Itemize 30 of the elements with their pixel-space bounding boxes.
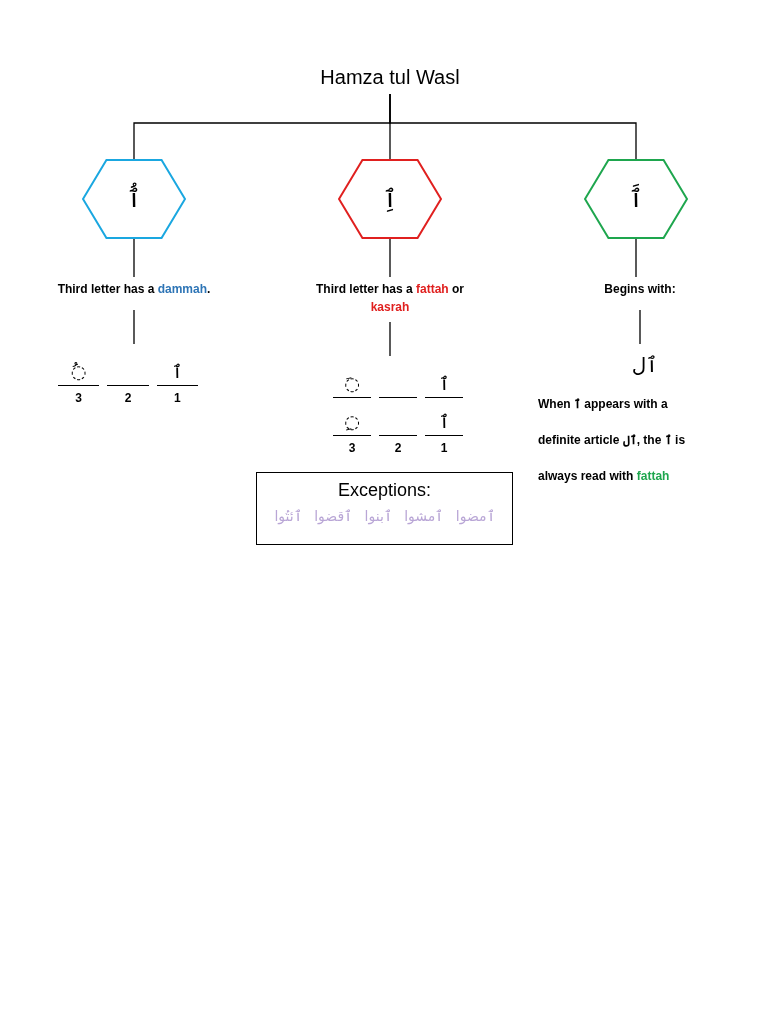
description-text: Third letter has a dammah. <box>57 281 211 298</box>
connector-line <box>639 309 641 345</box>
arabic-letter: ٱِ <box>383 184 397 215</box>
arabic-word: ٱل <box>631 352 659 379</box>
position-number: 2 <box>394 440 402 456</box>
description-text: Third letter has a fattah or kasrah <box>314 281 465 316</box>
root-node-label: Hamza tul Wasl <box>320 65 460 90</box>
position-number: 2 <box>124 390 132 406</box>
arabic-letter: ٱ <box>171 360 183 384</box>
arabic-letter: ٱ <box>438 372 450 396</box>
connector-line <box>389 321 391 357</box>
arabic-letter: ٱَ <box>629 183 643 215</box>
connector-line <box>133 238 135 278</box>
arabic-letter: ◌ِ <box>344 410 360 434</box>
position-number: 1 <box>440 440 448 456</box>
exception-words: ٱمضوا ٱمشوا ٱبنوا ٱقضوا ٱئتُوا <box>274 506 495 526</box>
connector-line <box>389 93 637 160</box>
description-text: Begins with: <box>604 281 676 298</box>
arabic-letter: ٱ <box>438 410 450 434</box>
arabic-letter: ٱُ <box>127 183 141 215</box>
exceptions-box <box>256 472 513 545</box>
connector-line <box>389 238 391 278</box>
position-number: 3 <box>348 440 356 456</box>
arabic-letter: ◌ُ <box>70 360 87 384</box>
connector-line <box>635 238 637 278</box>
position-number: 1 <box>173 390 181 406</box>
connector-line <box>133 309 135 345</box>
arabic-letter: ◌َ <box>344 372 360 396</box>
box-heading: Exceptions: <box>337 479 432 502</box>
position-number: 3 <box>75 390 82 406</box>
